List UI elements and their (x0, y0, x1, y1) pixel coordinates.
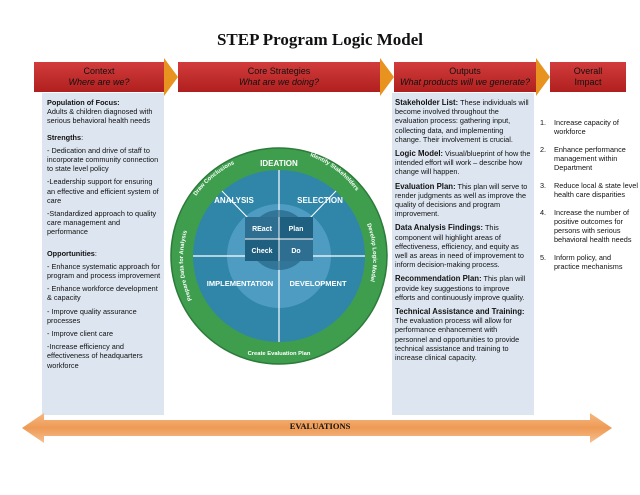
outer-label-create: Create Evaluation Plan (248, 351, 311, 357)
outer-label-identify: Identify Stakeholders (309, 152, 359, 192)
core-cell-do (279, 239, 313, 261)
opportunity-item: - Improve quality assurance processes (47, 306, 137, 325)
output-item: Recommendation Plan: This plan will prov… (395, 274, 526, 302)
opportunity-item: - Improve client care (47, 329, 114, 339)
wheel-core (249, 210, 309, 270)
core-cell-react (245, 217, 279, 239)
header-context-sub: Where are we? (68, 77, 130, 87)
impact-item: 5.Inform policy, and practice mechanisms (540, 253, 623, 271)
output-item: Data Analysis Findings: This component w… (395, 223, 524, 270)
wheel-inner-ring (227, 204, 331, 308)
header-core-strategies: Core Strategies What are we doing? (178, 62, 380, 92)
impact-item: 2.Enhance performance management within … (540, 145, 626, 172)
impact-item: 4.Increase the number of positive outcom… (540, 208, 632, 244)
core-react: REact (252, 226, 273, 233)
segment-implementation: IMPLEMENTATION (207, 279, 273, 288)
wheel-middle-ring (193, 170, 365, 342)
strength-item: -Leadership support for ensuring an effe… (47, 177, 159, 205)
outer-label-prepare: Prepare Data for Analysis (179, 230, 194, 302)
opportunity-item: - Enhance workforce development & capaci… (47, 284, 158, 303)
population-heading: Population of Focus (47, 98, 118, 107)
output-item: Stakeholder List: These individuals will… (395, 98, 529, 144)
core-cell-plan (279, 217, 313, 239)
header-outputs: Outputs What products will we generate? (394, 62, 536, 92)
opportunities-heading: Opportunities (47, 248, 95, 258)
chevron-arrow-icon (380, 58, 394, 96)
impact-item: 1.Increase capacity of workforce (540, 118, 619, 136)
output-item: Technical Assistance and Training: The e… (395, 307, 525, 363)
segment-development: DEVELOPMENT (289, 279, 347, 288)
evaluations-label: EVALUATIONS (289, 421, 351, 431)
impact-item: 3.Reduce local & state level health care… (540, 181, 638, 199)
opportunity-item: -Increase efficiency and effectiveness o… (47, 342, 143, 370)
strengths-heading: Strengths (47, 132, 82, 142)
strength-item: - Dedication and drive of staff to incor… (47, 145, 159, 174)
segment-selection: SELECTION (297, 196, 343, 205)
header-impact-sub: Impact (574, 77, 602, 87)
outer-label-develop: Develop Logic Model (365, 223, 377, 283)
context-panel (42, 93, 164, 415)
evaluations-arrow (22, 413, 612, 443)
segment-analysis: ANALYSIS (214, 196, 254, 205)
wheel-divider (307, 190, 337, 221)
segment-ideation: IDEATION (260, 159, 298, 168)
impact-list: 1.Increase capacity of workforce 2.Enhan… (540, 118, 638, 280)
output-item: Logic Model: Visual/blueprint of how the… (395, 149, 531, 177)
header-core-title: Core Strategies (247, 66, 311, 76)
header-outputs-title: Outputs (449, 66, 481, 76)
header-context: Context Where are we? (34, 62, 164, 92)
header-impact: Overall Impact (550, 62, 626, 92)
strength-item: -Standardized approach to quality care m… (47, 209, 157, 237)
header-outputs-sub: What products will we generate? (399, 77, 531, 87)
outer-label-draw: Draw Conclusions (193, 160, 236, 197)
core-cell-check (245, 239, 279, 261)
core-plan: Plan (289, 226, 304, 233)
chevron-arrow-icon (164, 58, 178, 96)
header-core-sub: What are we doing? (238, 77, 320, 87)
wheel-outer-ring (170, 147, 388, 365)
outputs-panel (392, 93, 534, 415)
context-text: Population of Focus: Adults & children d… (47, 98, 161, 370)
output-item: Evaluation Plan: This plan will serve to… (395, 181, 528, 219)
core-check: Check (251, 248, 272, 255)
population-text: Adults & children diagnosed with serious… (47, 107, 153, 126)
chevron-arrow-icon (536, 58, 550, 96)
wheel-divider (221, 190, 251, 221)
page-title: STEP Program Logic Model (216, 30, 424, 49)
header-context-title: Context (83, 66, 115, 76)
opportunity-item: - Enhance systematic approach for progra… (47, 261, 161, 281)
outputs-text: Stakeholder List: These individuals will… (395, 98, 531, 367)
core-do: Do (291, 248, 300, 255)
header-impact-title: Overall (573, 66, 603, 76)
